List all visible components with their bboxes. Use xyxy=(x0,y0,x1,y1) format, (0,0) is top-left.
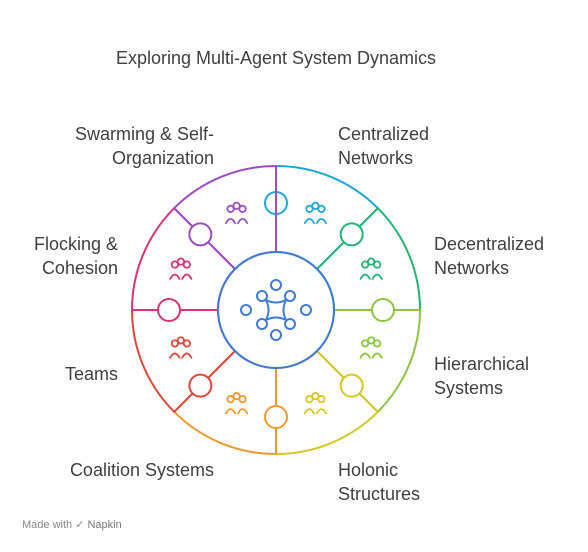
team-icon xyxy=(169,336,193,359)
label-swarming-self-organization: Swarming & Self- Organization xyxy=(74,124,214,168)
people-hierarchy-icon xyxy=(303,201,328,225)
birds-icon xyxy=(169,257,193,281)
label-flocking-cohesion: Flocking & Cohesion xyxy=(33,234,118,278)
swarm-icon xyxy=(224,201,249,225)
label-centralized-networks: Centralized Networks xyxy=(338,124,430,168)
puzzle-knob xyxy=(157,298,181,322)
label-decentralized-networks: Decentralized Networks xyxy=(434,234,545,278)
network-hub-icon xyxy=(240,279,312,341)
puzzle-knob xyxy=(188,373,213,398)
footer-brand: Napkin xyxy=(87,519,122,531)
footer-watermark: Made with ✓ Napkin xyxy=(22,518,122,531)
org-chart-icon xyxy=(359,336,383,359)
label-hierarchical-systems: Hierarchical Systems xyxy=(434,354,530,398)
napkin-logo-icon: ✓ xyxy=(75,519,85,531)
handshake-people-icon xyxy=(224,392,249,415)
puzzle-knob xyxy=(339,373,364,398)
diagram-title: Exploring Multi-Agent System Dynamics xyxy=(115,48,437,68)
puzzle-knob xyxy=(371,298,395,322)
puzzle-knob xyxy=(264,405,288,429)
label-holonic-structures: Holonic Structures xyxy=(338,460,421,504)
puzzle-knob xyxy=(188,222,213,247)
nested-groups-icon xyxy=(303,392,328,415)
puzzle-knob xyxy=(339,222,364,247)
group-network-icon xyxy=(359,257,383,281)
label-coalition-systems: Coalition Systems xyxy=(69,460,214,480)
footer-made-with: Made with xyxy=(22,519,73,531)
center-hub xyxy=(217,251,335,369)
label-teams: Teams xyxy=(64,364,118,384)
